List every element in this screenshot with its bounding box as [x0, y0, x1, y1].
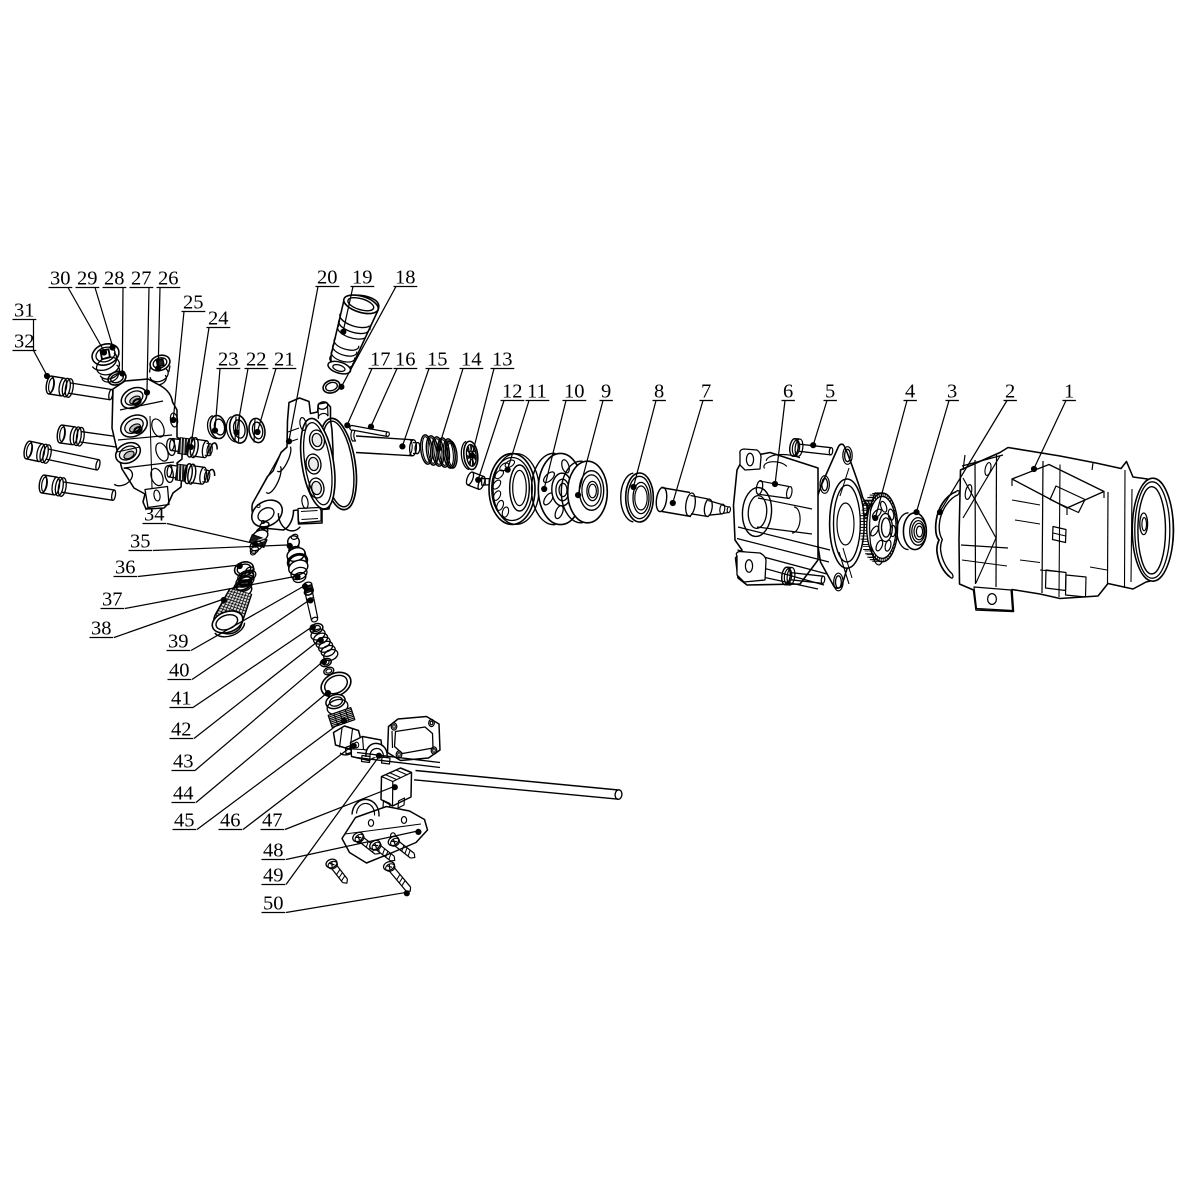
svg-text:39: 39 — [168, 631, 189, 653]
svg-text:4: 4 — [905, 381, 915, 403]
svg-text:38: 38 — [91, 618, 112, 640]
svg-text:31: 31 — [14, 300, 35, 322]
svg-text:24: 24 — [208, 308, 229, 330]
svg-text:21: 21 — [274, 349, 295, 371]
svg-text:45: 45 — [174, 810, 195, 832]
svg-text:44: 44 — [173, 783, 194, 805]
svg-text:18: 18 — [395, 267, 416, 289]
svg-text:29: 29 — [77, 268, 98, 290]
svg-text:16: 16 — [395, 349, 416, 371]
svg-text:14: 14 — [461, 349, 482, 371]
svg-text:20: 20 — [317, 267, 338, 289]
svg-text:23: 23 — [218, 349, 239, 371]
svg-text:10: 10 — [564, 381, 585, 403]
svg-text:15: 15 — [427, 349, 448, 371]
svg-text:26: 26 — [158, 268, 179, 290]
svg-text:3: 3 — [947, 381, 957, 403]
svg-text:2: 2 — [1005, 381, 1015, 403]
svg-text:5: 5 — [825, 381, 835, 403]
svg-text:11: 11 — [527, 381, 547, 403]
svg-text:30: 30 — [50, 268, 71, 290]
svg-text:43: 43 — [173, 751, 194, 773]
svg-text:34: 34 — [144, 504, 165, 526]
svg-text:40: 40 — [169, 660, 190, 682]
svg-text:32: 32 — [14, 331, 35, 353]
svg-text:35: 35 — [130, 531, 151, 553]
svg-text:27: 27 — [131, 268, 152, 290]
svg-text:46: 46 — [220, 810, 241, 832]
svg-text:47: 47 — [262, 810, 283, 832]
svg-text:49: 49 — [263, 865, 284, 887]
svg-text:17: 17 — [370, 349, 391, 371]
svg-text:22: 22 — [246, 349, 267, 371]
svg-text:9: 9 — [601, 381, 611, 403]
svg-text:19: 19 — [352, 267, 373, 289]
svg-text:7: 7 — [701, 381, 711, 403]
svg-text:48: 48 — [263, 840, 284, 862]
svg-text:12: 12 — [502, 381, 523, 403]
svg-text:25: 25 — [183, 292, 204, 314]
svg-text:1: 1 — [1064, 381, 1074, 403]
svg-text:6: 6 — [783, 381, 793, 403]
svg-text:36: 36 — [115, 557, 136, 579]
svg-text:42: 42 — [171, 719, 192, 741]
svg-text:50: 50 — [263, 893, 284, 915]
svg-text:28: 28 — [104, 268, 125, 290]
svg-text:41: 41 — [171, 688, 192, 710]
svg-text:8: 8 — [654, 381, 664, 403]
svg-text:37: 37 — [102, 589, 123, 611]
svg-text:13: 13 — [492, 349, 513, 371]
